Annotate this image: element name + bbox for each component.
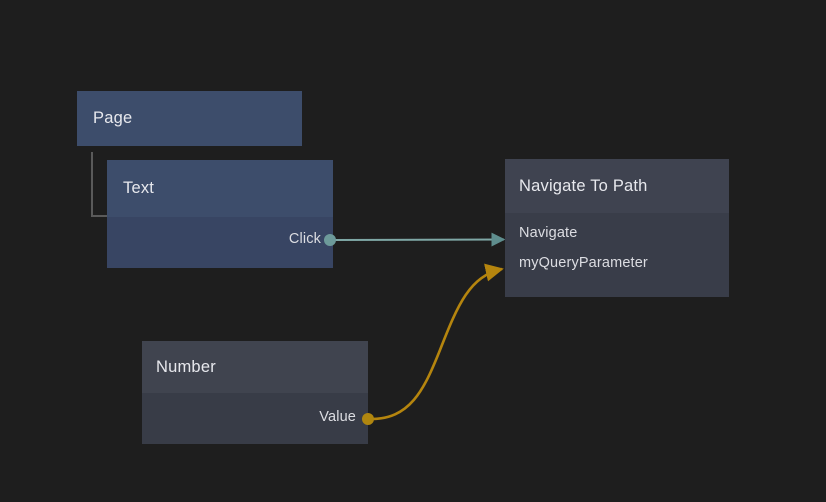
node-navigate-to-path-title: Navigate To Path <box>519 176 648 195</box>
port-label-click: Click <box>288 231 321 247</box>
port-row-click[interactable]: Click <box>289 231 321 247</box>
node-page-header[interactable]: Page <box>77 91 302 146</box>
node-page[interactable]: Page <box>77 91 302 146</box>
port-row-myqueryparameter[interactable]: myQueryParameter <box>519 255 648 271</box>
node-navigate-to-path[interactable]: Navigate To Path Navigate myQueryParamet… <box>505 159 729 297</box>
node-number-body: Value <box>142 393 368 444</box>
port-row-navigate[interactable]: Navigate <box>519 225 577 241</box>
node-number[interactable]: Number Value <box>142 341 368 444</box>
node-text-body: Click <box>107 217 333 268</box>
hierarchy-connector-page-to-text <box>91 152 107 217</box>
node-text-header[interactable]: Text <box>107 160 333 217</box>
port-row-value[interactable]: Value <box>319 409 356 425</box>
node-number-header[interactable]: Number <box>142 341 368 393</box>
node-text[interactable]: Text Click <box>107 160 333 268</box>
edge-value-to-myqueryparameter[interactable] <box>368 263 504 421</box>
node-number-title: Number <box>156 357 216 376</box>
node-navigate-to-path-body: Navigate myQueryParameter <box>505 213 729 297</box>
port-dot-value[interactable] <box>362 413 374 425</box>
port-dot-click[interactable] <box>324 234 336 246</box>
port-label-myqueryparameter: myQueryParameter <box>519 255 648 271</box>
edge-click-to-navigate[interactable] <box>333 232 506 247</box>
node-text-title: Text <box>123 179 155 197</box>
node-navigate-to-path-header[interactable]: Navigate To Path <box>505 159 729 213</box>
node-page-title: Page <box>93 109 133 127</box>
port-label-navigate: Navigate <box>519 225 578 241</box>
port-label-value: Value <box>319 409 356 425</box>
